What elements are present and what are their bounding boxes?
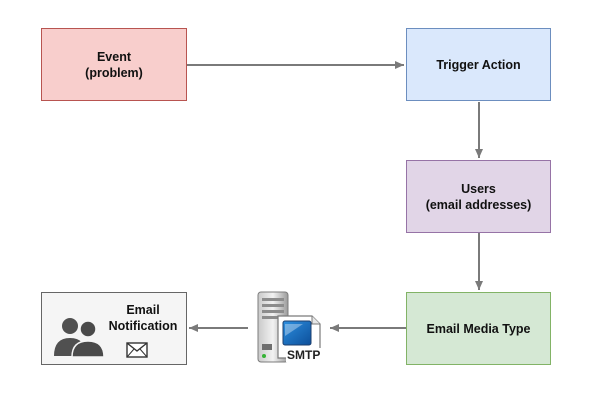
trigger-action-node[interactable]: Trigger Action [406,28,551,101]
users-node[interactable]: Users (email addresses) [406,160,551,233]
envelope-icon [126,342,148,358]
server-graphic [257,291,321,363]
email-notification-label: Email Notification [108,303,178,333]
event-label: Event (problem) [85,49,143,80]
users-icon [54,318,104,358]
email-media-type-node[interactable]: Email Media Type [406,292,551,365]
smtp-label: SMTP [286,348,322,362]
email-media-type-label: Email Media Type [426,321,531,336]
users-label: Users (email addresses) [425,181,532,212]
trigger-action-label: Trigger Action [436,57,521,72]
email-notification-node[interactable]: Email Notification [41,292,187,365]
smtp-server-icon[interactable]: SMTP [248,290,328,370]
event-node[interactable]: Event (problem) [41,28,187,101]
